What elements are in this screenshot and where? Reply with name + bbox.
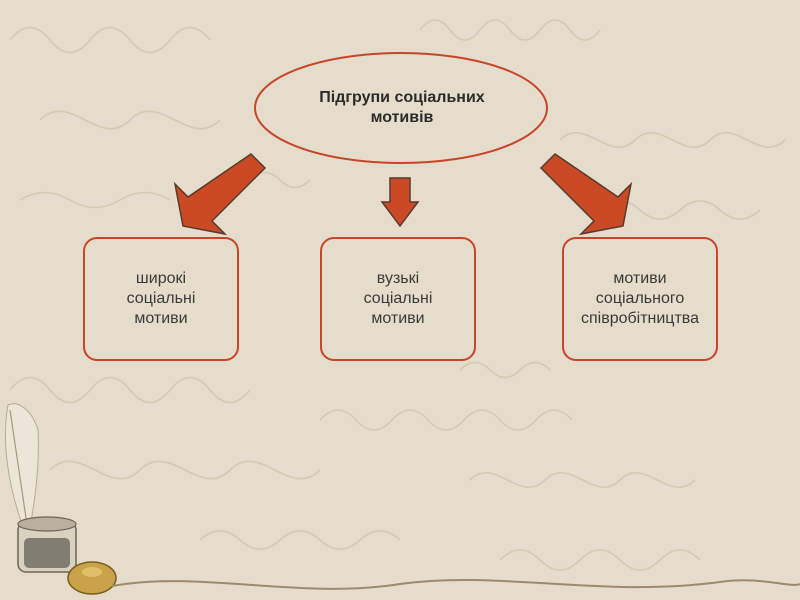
arrow-left	[173, 153, 267, 236]
arrow-right	[539, 153, 633, 236]
inkwell-lid-icon	[67, 561, 117, 595]
box-broad-social-motives: широкі соціальні мотиви	[83, 237, 239, 361]
box-narrow-social-motives: вузькі соціальні мотиви	[320, 237, 476, 361]
scroll-flourish-icon	[111, 578, 800, 590]
box-social-cooperation-motives: мотиви соціального співробітництва	[562, 237, 718, 361]
title-ellipse	[254, 52, 548, 164]
diagram-title: Підгрупи соціальних мотивів	[319, 89, 485, 126]
arrow-center	[380, 177, 420, 228]
